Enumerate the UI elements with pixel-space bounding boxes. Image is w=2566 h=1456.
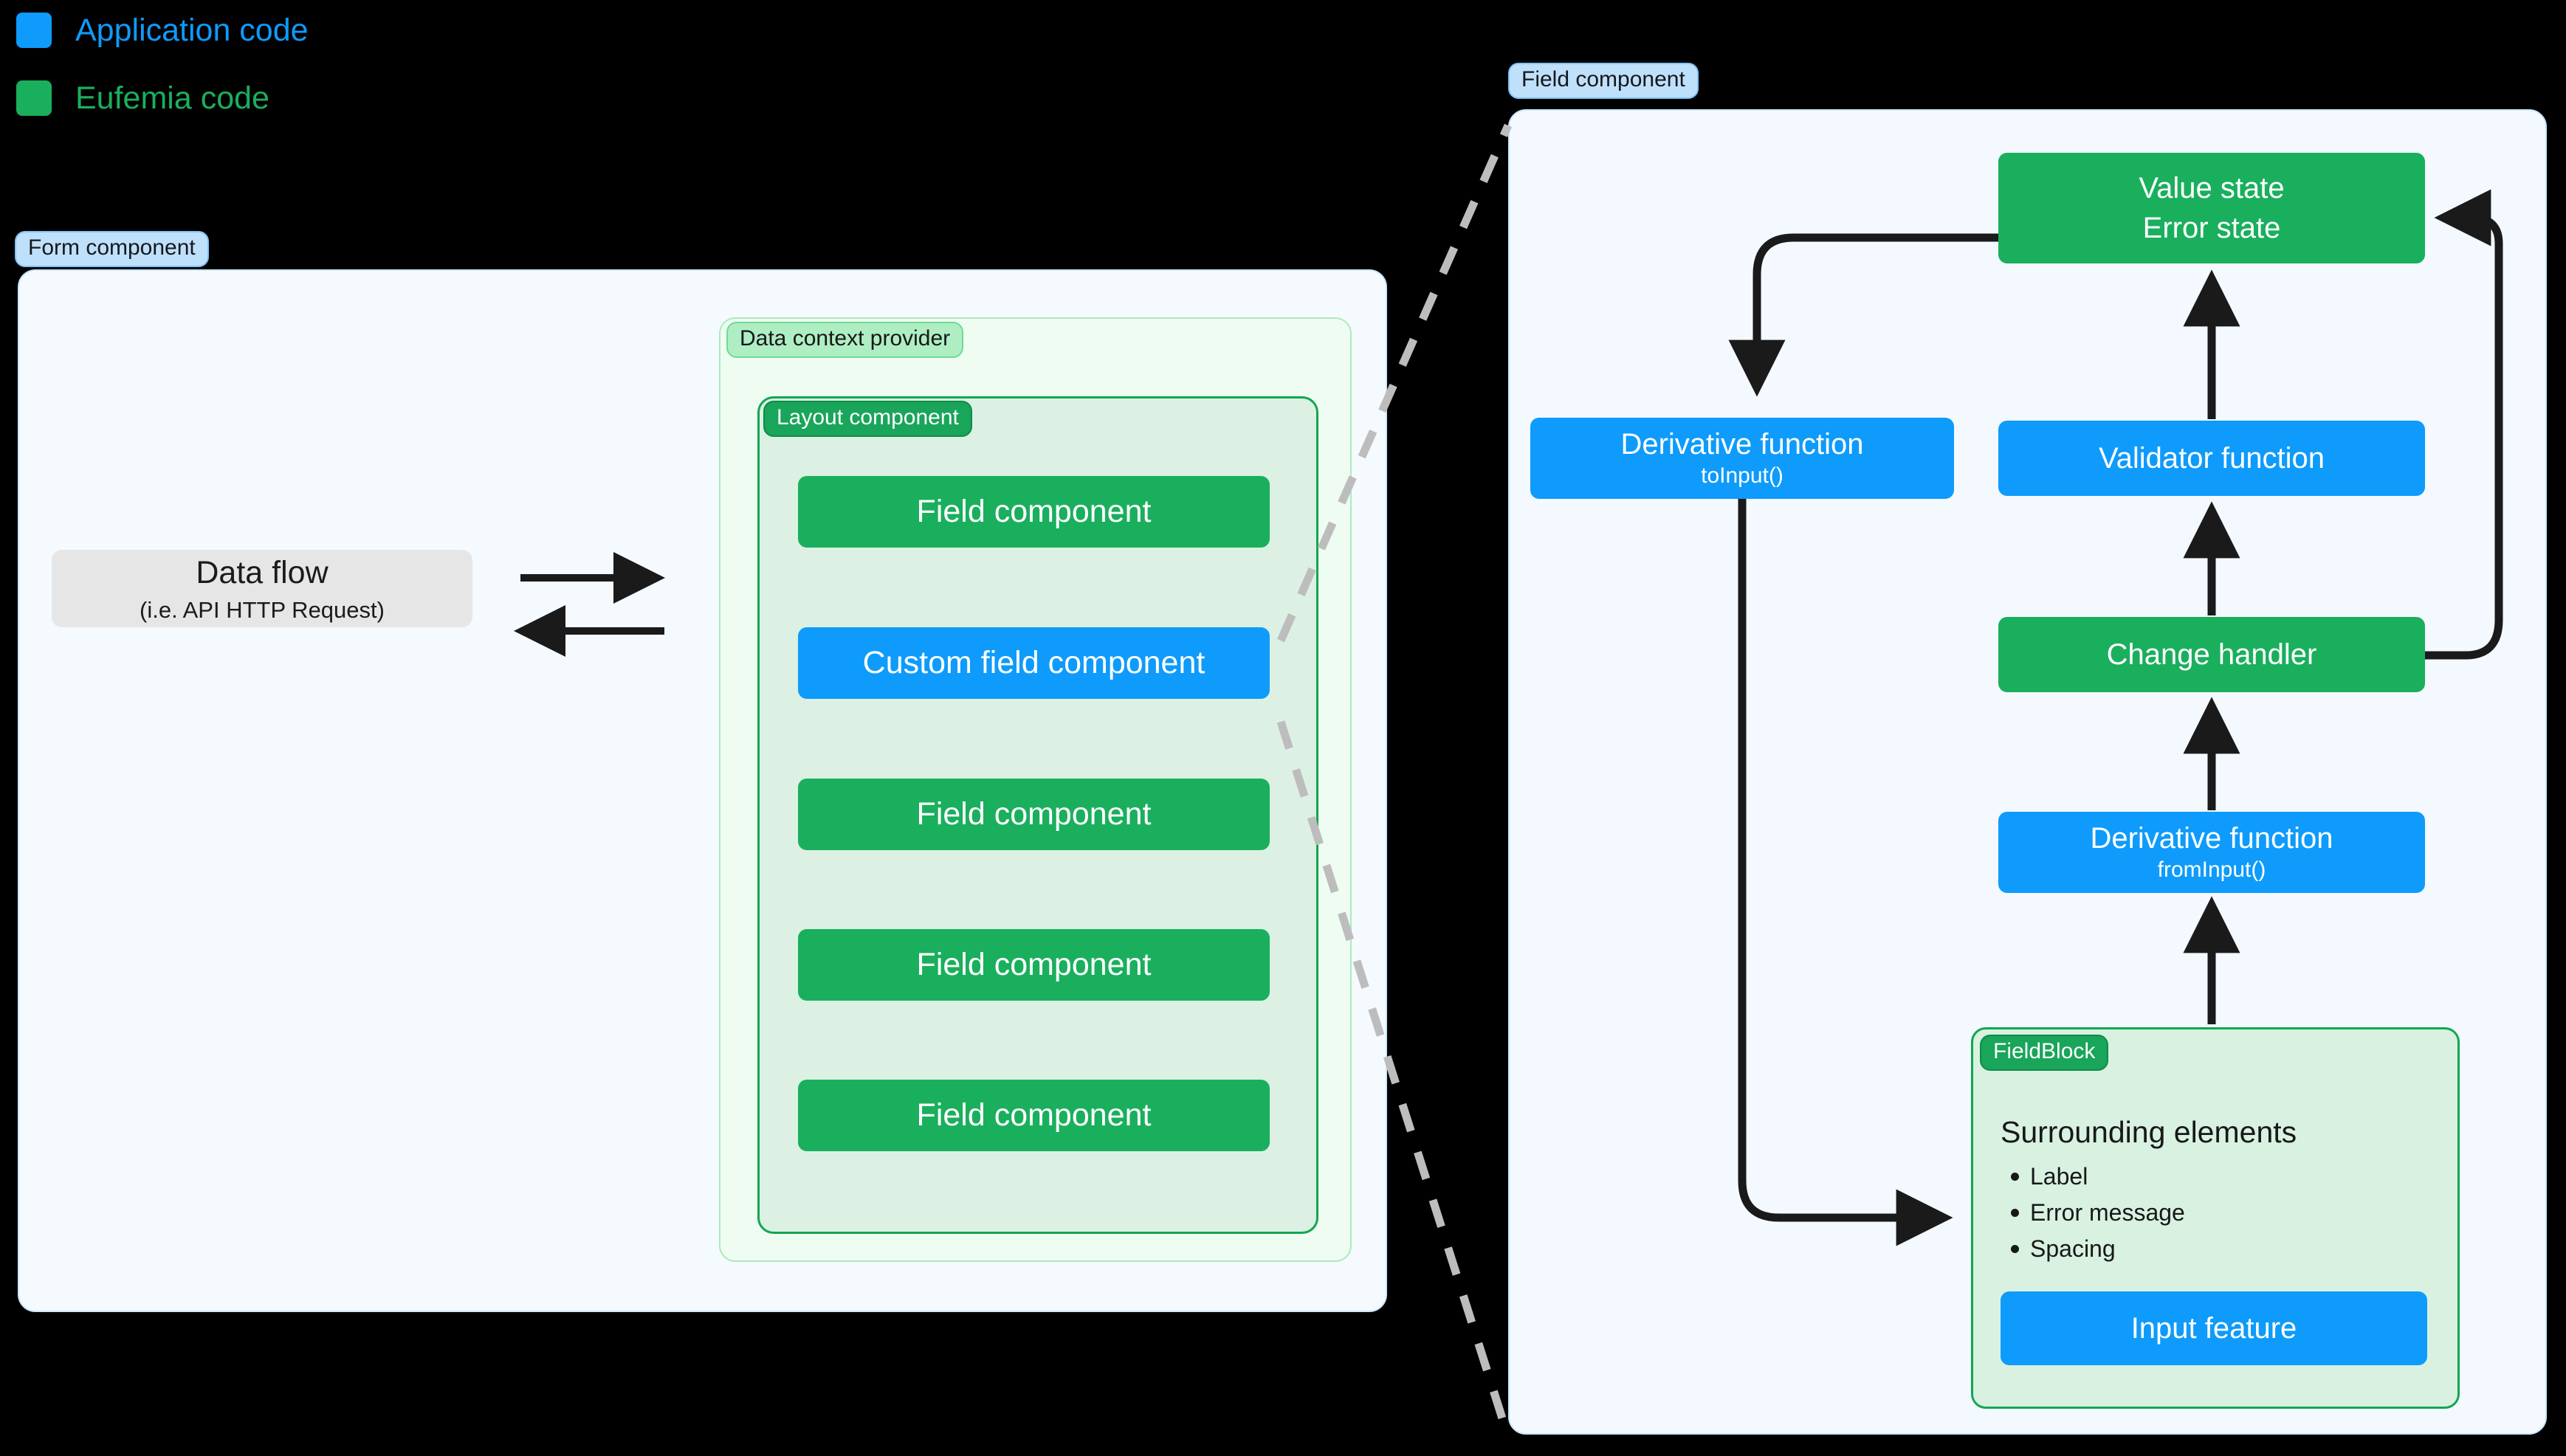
field-component-label-4: Field component [916, 1097, 1152, 1133]
surrounding-elements-list: Label Error message Spacing [2001, 1165, 2185, 1273]
list-item: Error message [2011, 1199, 2185, 1226]
field-component-box-1[interactable]: Field component [798, 476, 1270, 548]
field-component-box-2[interactable]: Field component [798, 779, 1270, 850]
derivative-to-input-box[interactable]: Derivative function toInput() [1530, 418, 1954, 499]
field-component-label-3: Field component [916, 946, 1152, 982]
legend-item-eufemia-code: Eufemia code [16, 78, 309, 118]
field-component-label-2: Field component [916, 796, 1152, 832]
field-component-label-1: Field component [916, 493, 1152, 529]
list-item: Label [2011, 1165, 2185, 1188]
form-component-tag: Form component [15, 231, 209, 267]
field-component-box-3[interactable]: Field component [798, 929, 1270, 1001]
custom-field-component-box[interactable]: Custom field component [798, 627, 1270, 699]
legend-item-application-code: Application code [16, 10, 309, 50]
change-handler-label: Change handler [2106, 638, 2317, 671]
validator-function-box[interactable]: Validator function [1998, 421, 2425, 496]
application-code-swatch [16, 13, 52, 48]
legend-label-eufemia-code: Eufemia code [75, 80, 269, 116]
input-feature-label: Input feature [2130, 1312, 2297, 1345]
value-state-line-2: Error state [2142, 212, 2281, 244]
derivative-from-input-subtitle: fromInput() [2157, 858, 2266, 882]
eufemia-code-swatch [16, 80, 52, 116]
data-flow-box: Data flow (i.e. API HTTP Request) [52, 550, 472, 627]
derivative-to-input-title: Derivative function [1620, 428, 1864, 460]
legend: Application code Eufemia code [16, 10, 309, 146]
field-component-box-4[interactable]: Field component [798, 1080, 1270, 1151]
field-component-tag: Field component [1508, 63, 1699, 99]
derivative-to-input-subtitle: toInput() [1701, 463, 1784, 488]
change-handler-box[interactable]: Change handler [1998, 617, 2425, 692]
list-item: Spacing [2011, 1237, 2185, 1260]
custom-field-component-label: Custom field component [862, 644, 1205, 680]
value-state-line-1: Value state [2139, 172, 2285, 204]
data-flow-subtitle: (i.e. API HTTP Request) [140, 596, 385, 623]
validator-function-label: Validator function [2098, 442, 2325, 475]
layout-component-tag: Layout component [763, 401, 972, 437]
input-feature-box[interactable]: Input feature [2001, 1291, 2427, 1365]
legend-label-application-code: Application code [75, 12, 309, 48]
derivative-from-input-box[interactable]: Derivative function fromInput() [1998, 812, 2425, 893]
field-block-tag: FieldBlock [1980, 1035, 2109, 1071]
data-flow-title: Data flow [196, 555, 329, 591]
derivative-from-input-title: Derivative function [2090, 822, 2333, 855]
surrounding-elements-heading: Surrounding elements [2001, 1115, 2297, 1149]
value-state-box[interactable]: Value state Error state [1998, 153, 2425, 263]
data-context-provider-tag: Data context provider [726, 322, 964, 358]
